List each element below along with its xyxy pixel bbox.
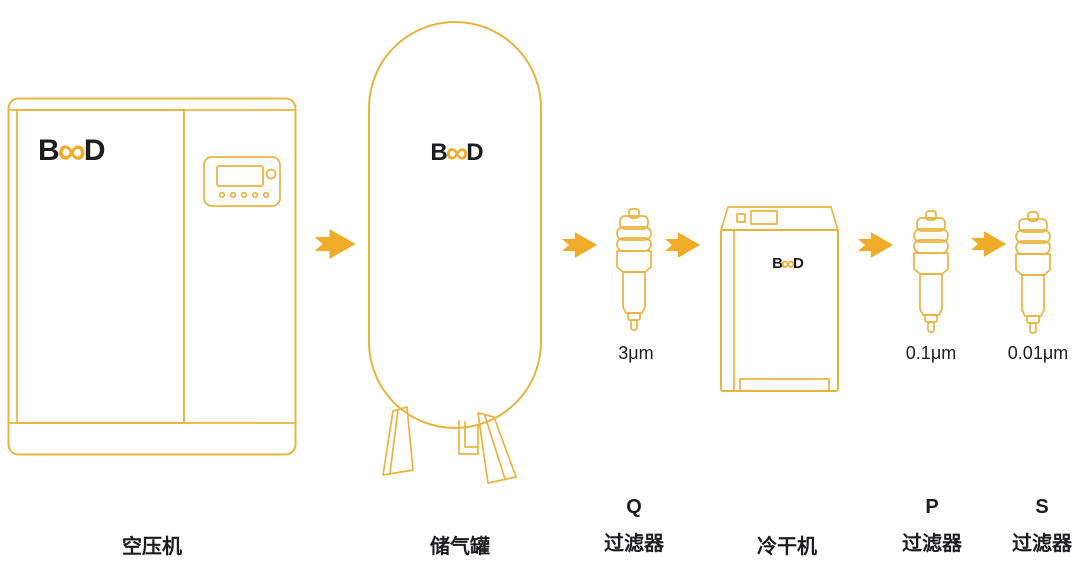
- control-panel: [203, 156, 281, 207]
- filter-p-graphic: [913, 210, 949, 333]
- stage-label-compressor: 空压机: [122, 536, 182, 558]
- stage-label-tank: 储气罐: [430, 536, 490, 558]
- air-compressor-graphic: [7, 97, 297, 456]
- stage-label-prefix: Q: [626, 496, 642, 518]
- stage-label-prefix: S: [1035, 496, 1049, 518]
- brand-logo: B∞D: [38, 128, 106, 173]
- brand-logo: B∞D: [430, 134, 484, 171]
- air-tank-graphic: [368, 21, 542, 484]
- filter-rating: 0.1μm: [905, 343, 957, 363]
- filter-rating: 0.01μm: [1007, 343, 1069, 363]
- flow-arrow-icon: [665, 232, 701, 258]
- flow-arrow-icon: [858, 232, 894, 258]
- dryer-graphic: [720, 206, 839, 392]
- flow-arrow-icon: [562, 232, 598, 258]
- stage-label-text: 过滤器: [604, 533, 664, 555]
- stage-label-text: 过滤器: [1012, 533, 1072, 555]
- stage-label-dryer: 冷干机: [757, 536, 817, 558]
- flow-arrow-icon: [971, 231, 1007, 257]
- stage-label-prefix: P: [925, 496, 939, 518]
- filter-q-graphic: [616, 208, 652, 331]
- flow-arrow-icon: [314, 229, 356, 259]
- brand-logo: B∞D: [772, 252, 804, 275]
- stage-label-text: 过滤器: [902, 533, 962, 555]
- infinity-glyph: ∞: [445, 134, 469, 171]
- filter-s-graphic: [1015, 211, 1051, 334]
- stage-label-filter-p: P 过滤器: [870, 489, 994, 563]
- infinity-glyph: ∞: [780, 252, 796, 275]
- infinity-glyph: ∞: [57, 128, 86, 173]
- stage-label-filter-q: Q 过滤器: [572, 489, 696, 563]
- stage-label-filter-s: S 过滤器: [980, 489, 1080, 563]
- filter-rating: 3μm: [618, 343, 654, 363]
